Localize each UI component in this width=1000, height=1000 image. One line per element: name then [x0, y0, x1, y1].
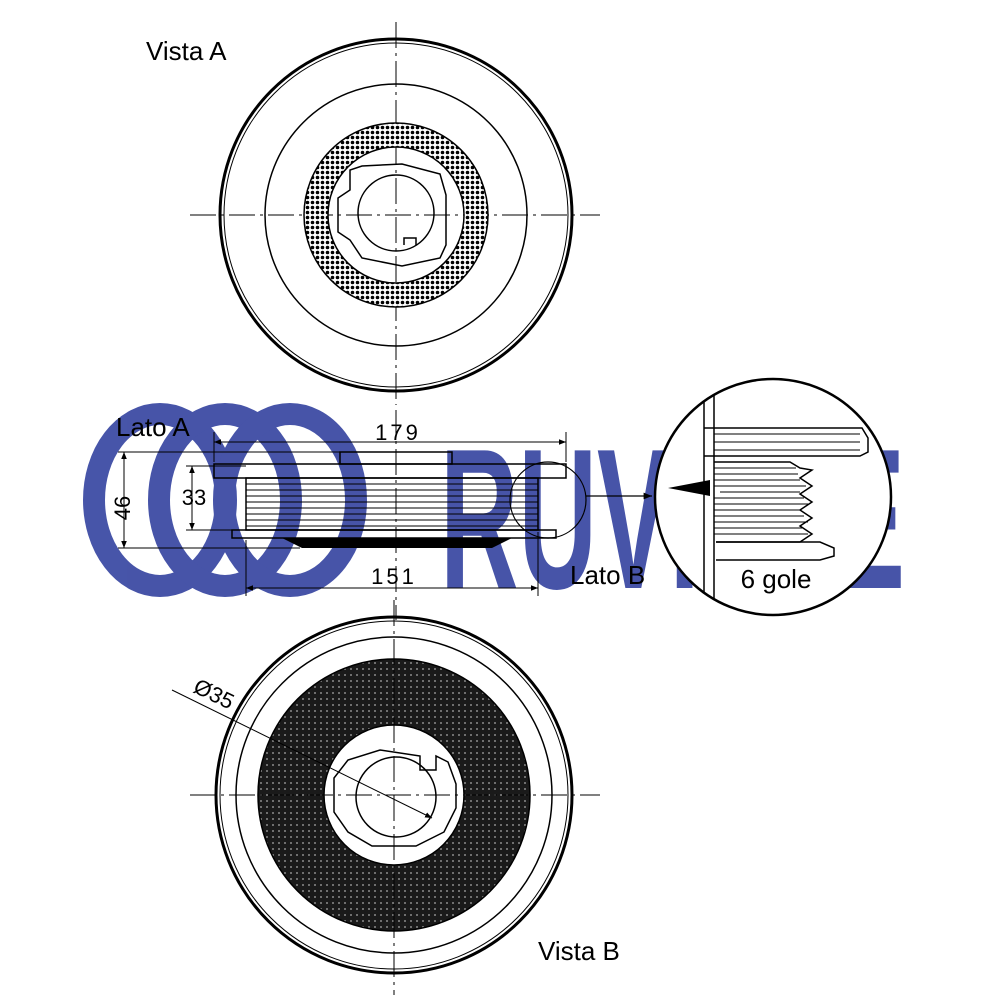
- detail-circle-border: [653, 377, 893, 617]
- side-rear-damper: [282, 538, 512, 548]
- detail-grooves-label: 6 gole: [741, 564, 812, 594]
- view-b-drawing: Ø35: [171, 600, 600, 995]
- dimension-46-text: 46: [110, 496, 135, 520]
- view-a-drawing: [190, 22, 600, 405]
- view-a-keyway: [403, 237, 417, 245]
- dimension-151: 151: [245, 532, 539, 596]
- dimension-33: 33: [182, 465, 246, 531]
- side-b-label: Lato B: [570, 560, 645, 590]
- view-b-hub-profile: [333, 749, 457, 847]
- dimension-179: 179: [213, 420, 567, 462]
- view-b-bore: [355, 756, 437, 838]
- view-a-bore: [357, 174, 435, 252]
- dimension-46: 46: [110, 451, 340, 549]
- view-b-label: Vista B: [538, 936, 620, 966]
- dimension-179-text: 179: [375, 420, 421, 445]
- bore-diameter-leader: [171, 689, 433, 819]
- side-groove-lines: [246, 483, 538, 527]
- view-a-hub-profile: [337, 163, 447, 267]
- bore-diameter-text: Ø35: [190, 674, 238, 715]
- view-a-outer-inner-rim: [223, 42, 569, 388]
- side-view-drawing: [213, 410, 652, 620]
- view-a-ring-inner-edge: [327, 146, 465, 284]
- detail-view-drawing: [653, 377, 893, 617]
- view-a-hub-ring: [264, 83, 528, 347]
- side-a-label: Lato A: [116, 412, 190, 442]
- dimension-151-text: 151: [371, 564, 417, 589]
- dimension-33-text: 33: [182, 485, 206, 510]
- view-a-dotted-ring: [304, 123, 488, 307]
- view-a-label: Vista A: [146, 36, 227, 66]
- view-a-ring-outer-edge: [303, 122, 489, 308]
- view-a-outer-rim: [218, 37, 574, 393]
- side-detail-circle: [509, 461, 587, 539]
